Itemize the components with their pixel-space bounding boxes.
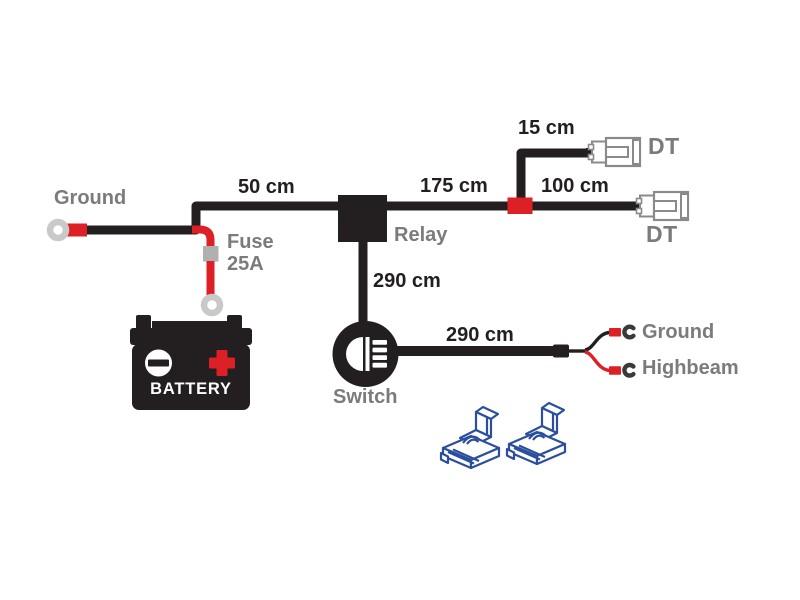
junction-block [507,197,533,214]
wire-junction-to-dt-top [516,148,591,210]
wire-length-290cm-vertical: 290 cm [373,270,441,292]
fuse-label: Fuse [227,231,274,253]
wire-tap-connector-icon [439,405,501,470]
ring-terminal-icon [46,218,87,242]
wire-ground-to-junction [86,201,640,235]
ground-terminal-label: Ground [54,187,127,209]
dt-connector-top-label: DT [648,133,680,159]
battery-plus-icon [209,350,235,376]
wire-length-175cm: 175 cm [420,175,488,197]
headlight-icon [346,337,387,371]
splice-highbeam-label: Highbeam [642,357,739,379]
dt-connector-right-label: DT [646,221,678,247]
switch-icon [332,321,399,387]
fuse-icon [192,225,219,297]
fork-terminal-icon [609,324,636,340]
wire-length-100cm: 100 cm [541,175,609,197]
battery-label: BATTERY [150,380,232,398]
dt-connector-icon [586,136,642,168]
fork-terminal-icon [609,362,636,378]
wire-tap-connector-icon [505,401,567,466]
battery-icon [130,315,252,410]
ring-terminal-icon [200,293,224,317]
wire-switch-to-splices [394,330,611,373]
wire-length-50cm: 50 cm [238,176,295,198]
relay-box [338,195,387,242]
wire-length-290cm-horizontal: 290 cm [446,324,514,346]
splice-ground-label: Ground [642,321,715,343]
relay-label: Relay [394,224,448,246]
fuse-rating-label: 25A [227,253,264,275]
wire-length-15cm: 15 cm [518,117,575,139]
dt-connector-icon [634,190,690,222]
switch-label: Switch [333,386,398,408]
